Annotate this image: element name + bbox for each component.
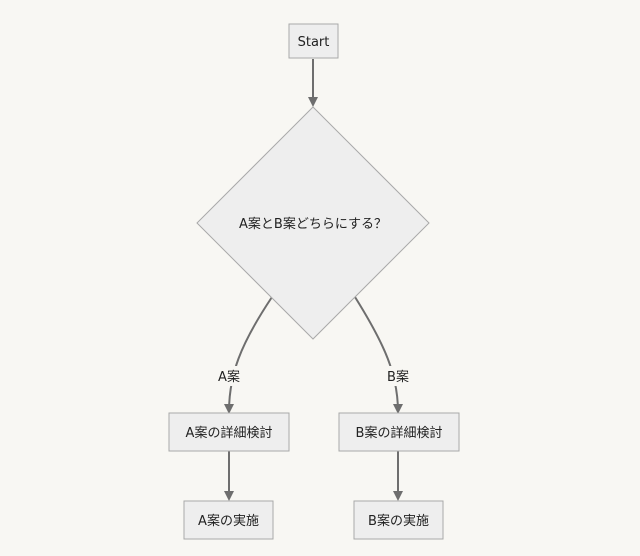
node-b-detail: B案の詳細検討 xyxy=(338,412,460,452)
edge-label-bg-a xyxy=(212,366,246,386)
node-b-execute-label: B案の実施 xyxy=(368,513,429,529)
node-a-detail-box xyxy=(168,412,290,452)
node-a-execute-label: A案の実施 xyxy=(198,513,259,529)
node-a-detail-label: A案の詳細検討 xyxy=(186,425,273,441)
node-start: Start xyxy=(288,23,339,59)
node-b-detail-label: B案の詳細検討 xyxy=(356,425,443,441)
node-b-execute-box xyxy=(353,500,444,540)
edges xyxy=(224,59,403,501)
node-decision-diamond xyxy=(196,106,430,340)
node-b-execute: B案の実施 xyxy=(353,500,444,540)
edge-label-bg-b xyxy=(381,366,415,386)
node-a-execute: A案の実施 xyxy=(183,500,274,540)
node-a-detail: A案の詳細検討 xyxy=(168,412,290,452)
edge-label-a: A案 xyxy=(218,370,240,385)
node-start-box xyxy=(288,23,339,59)
node-start-label: Start xyxy=(298,35,330,50)
node-decision: A案とB案どちらにする？ xyxy=(196,106,430,340)
edge-decision-to-b-detail xyxy=(354,296,403,414)
node-a-execute-box xyxy=(183,500,274,540)
edge-decision-to-a-detail xyxy=(224,296,273,414)
edge-label-b: B案 xyxy=(387,370,409,385)
node-b-detail-box xyxy=(338,412,460,452)
node-decision-label: A案とB案どちらにする？ xyxy=(239,217,387,232)
